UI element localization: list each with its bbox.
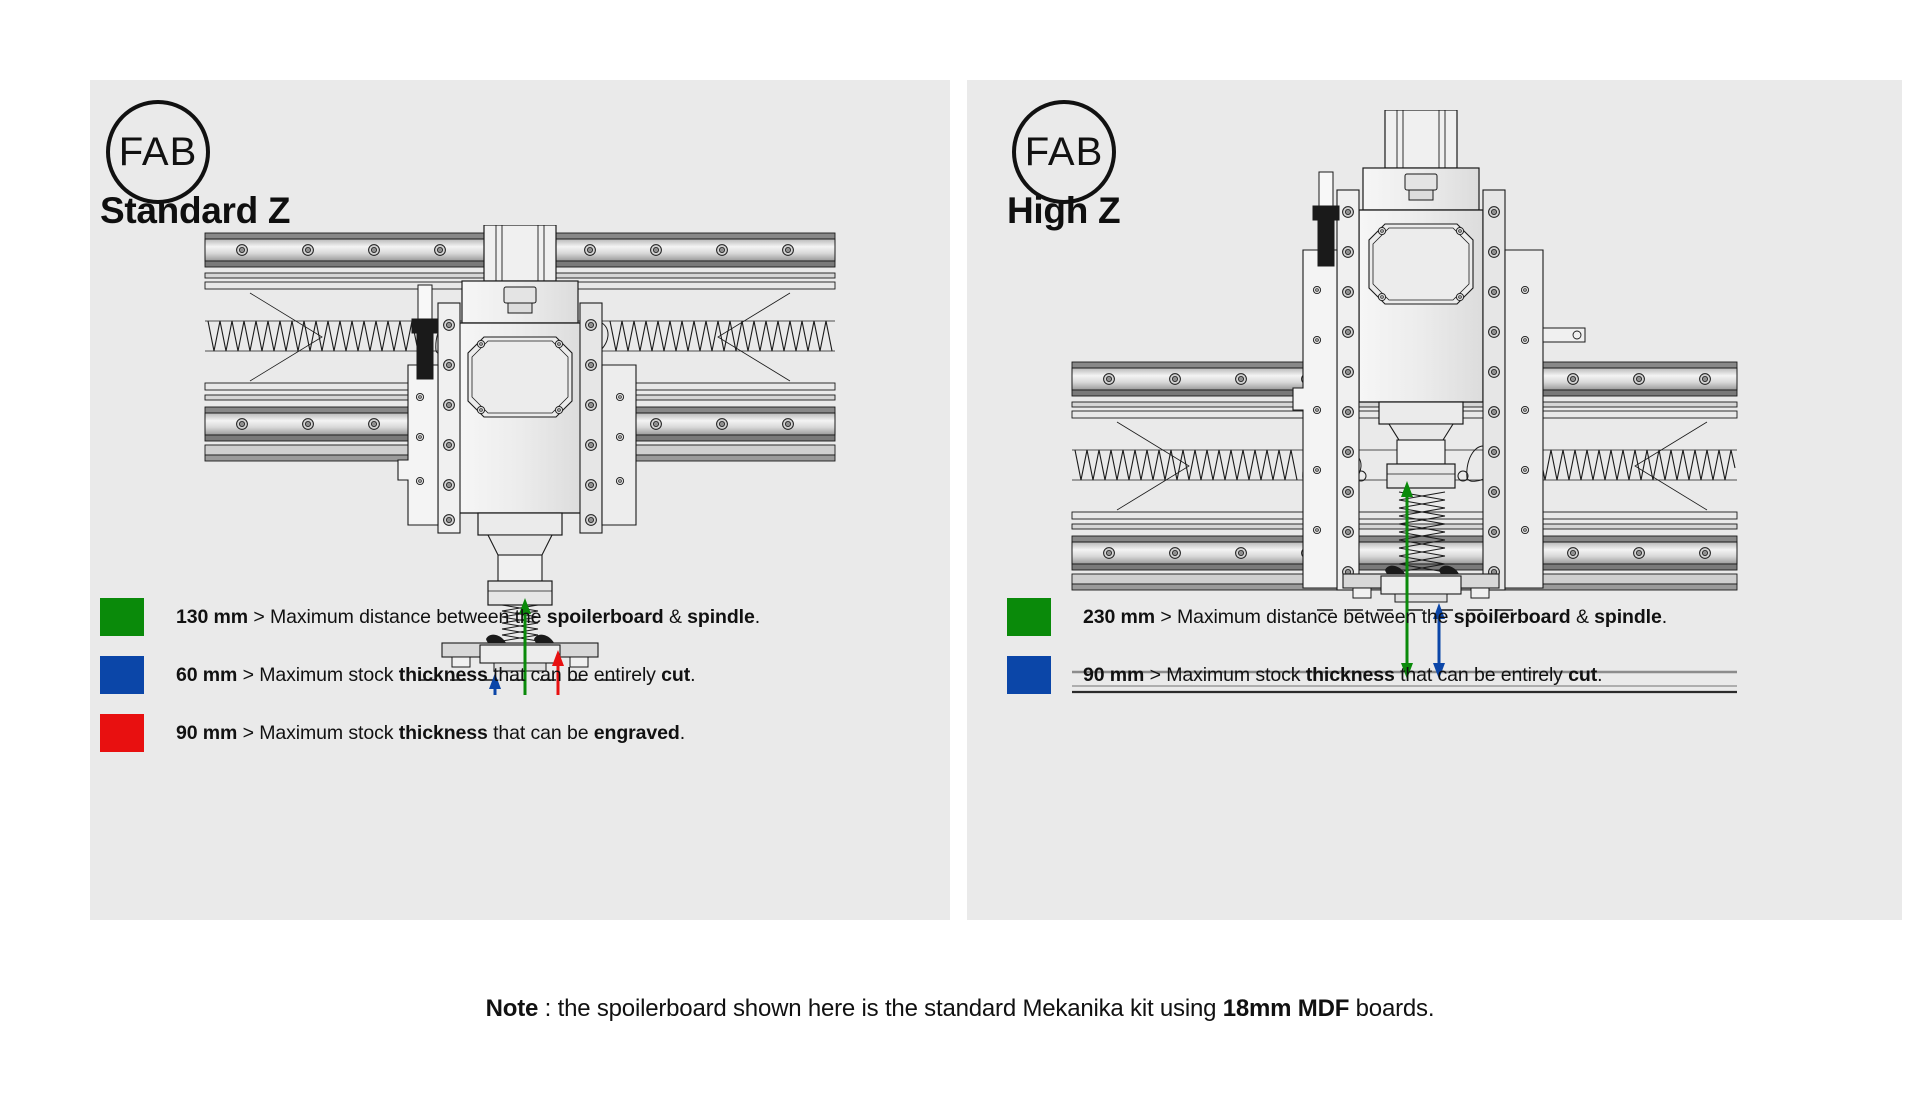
panel-title-high-z: High Z	[1007, 190, 1121, 231]
legend-part-bold: thickness	[398, 721, 488, 744]
legend-swatch-blue	[1007, 656, 1051, 694]
legend-part: that can be entirely	[487, 663, 662, 686]
arrow-green-high	[1401, 481, 1413, 679]
fab-badge-right: FAB	[1012, 100, 1116, 204]
legend-sep: >	[1144, 663, 1167, 686]
legend-part: &	[663, 605, 688, 628]
legend-sep: >	[237, 663, 260, 686]
limit-switch	[411, 284, 439, 380]
machine-drawing-standard-z	[90, 225, 950, 695]
legend-standard-z: 130 mm > Maximum distance between the sp…	[100, 598, 760, 772]
legend-part: that can be	[487, 721, 594, 744]
note-body-after: boards.	[1349, 995, 1435, 1022]
legend-sep: >	[248, 605, 270, 628]
panel-title-standard-z: Standard Z	[100, 190, 291, 231]
legend-value: 90 mm	[176, 721, 238, 744]
z-carriage-high	[1292, 110, 1586, 603]
legend-part: .	[690, 663, 696, 686]
arrow-green-standard	[519, 598, 531, 695]
legend-swatch-blue	[100, 656, 144, 694]
machine-drawing-high-z	[967, 110, 1902, 695]
legend-part-bold: cut	[1568, 663, 1598, 686]
arrow-red-standard	[552, 650, 564, 695]
legend-part: Maximum distance between the	[269, 605, 547, 628]
legend-value: 230 mm	[1083, 605, 1156, 628]
note-highlight: 18mm MDF	[1222, 995, 1350, 1022]
legend-row: 230 mm > Maximum distance between the sp…	[1007, 598, 1667, 636]
legend-part: that can be entirely	[1394, 663, 1569, 686]
legend-row: 60 mm > Maximum stock thickness that can…	[100, 656, 760, 694]
legend-part: Maximum distance between the	[1176, 605, 1454, 628]
legend-value: 130 mm	[176, 605, 249, 628]
legend-part-bold: thickness	[1305, 663, 1395, 686]
legend-part-bold: cut	[661, 663, 691, 686]
legend-part-bold: spindle	[1594, 605, 1662, 628]
fab-badge-left: FAB	[106, 100, 210, 204]
legend-part: .	[679, 721, 686, 744]
legend-swatch-red	[100, 714, 144, 752]
legend-part-bold: spindle	[687, 605, 755, 628]
legend-part: .	[1597, 663, 1603, 686]
legend-label: 130 mm > Maximum distance between the sp…	[176, 606, 760, 629]
fab-badge-label-left: FAB	[118, 130, 198, 174]
legend-part-bold: spoilerboard	[546, 605, 664, 628]
legend-part: .	[1661, 605, 1668, 628]
z-carriage-standard	[397, 225, 637, 672]
legend-value: 90 mm	[1083, 663, 1145, 686]
legend-sep: >	[1155, 605, 1177, 628]
legend-label: 60 mm > Maximum stock thickness that can…	[176, 663, 696, 687]
legend-part: Maximum stock	[259, 663, 399, 686]
legend-row: 130 mm > Maximum distance between the sp…	[100, 598, 760, 636]
legend-value: 60 mm	[176, 663, 238, 686]
legend-part: .	[754, 605, 761, 628]
legend-label: 230 mm > Maximum distance between the sp…	[1083, 606, 1667, 629]
legend-swatch-green	[1007, 598, 1051, 636]
note-label: Note	[485, 995, 539, 1022]
legend-row: 90 mm > Maximum stock thickness that can…	[100, 714, 760, 752]
legend-label: 90 mm > Maximum stock thickness that can…	[176, 722, 685, 745]
legend-part-bold: thickness	[398, 663, 488, 686]
fab-badge-label-right: FAB	[1024, 130, 1104, 174]
legend-part: Maximum stock	[259, 721, 399, 744]
legend-swatch-green	[100, 598, 144, 636]
arrow-blue-high	[1433, 603, 1445, 679]
panel-standard-z: FAB Standard Z	[90, 80, 950, 920]
panel-high-z: FAB High Z	[967, 80, 1902, 920]
legend-high-z: 230 mm > Maximum distance between the sp…	[1007, 598, 1667, 714]
legend-part-bold: spoilerboard	[1453, 605, 1571, 628]
note-body-before: : the spoilerboard shown here is the sta…	[538, 995, 1223, 1022]
legend-row: 90 mm > Maximum stock thickness that can…	[1007, 656, 1667, 694]
legend-sep: >	[237, 721, 260, 744]
footer-note: Note : the spoilerboard shown here is th…	[0, 995, 1920, 1023]
legend-part: Maximum stock	[1166, 663, 1306, 686]
limit-switch-high	[1312, 171, 1340, 267]
legend-part-bold: engraved	[593, 721, 680, 744]
arrow-blue-standard	[489, 673, 501, 695]
z-bellows	[1398, 491, 1446, 573]
legend-part: &	[1570, 605, 1595, 628]
legend-label: 90 mm > Maximum stock thickness that can…	[1083, 663, 1603, 687]
